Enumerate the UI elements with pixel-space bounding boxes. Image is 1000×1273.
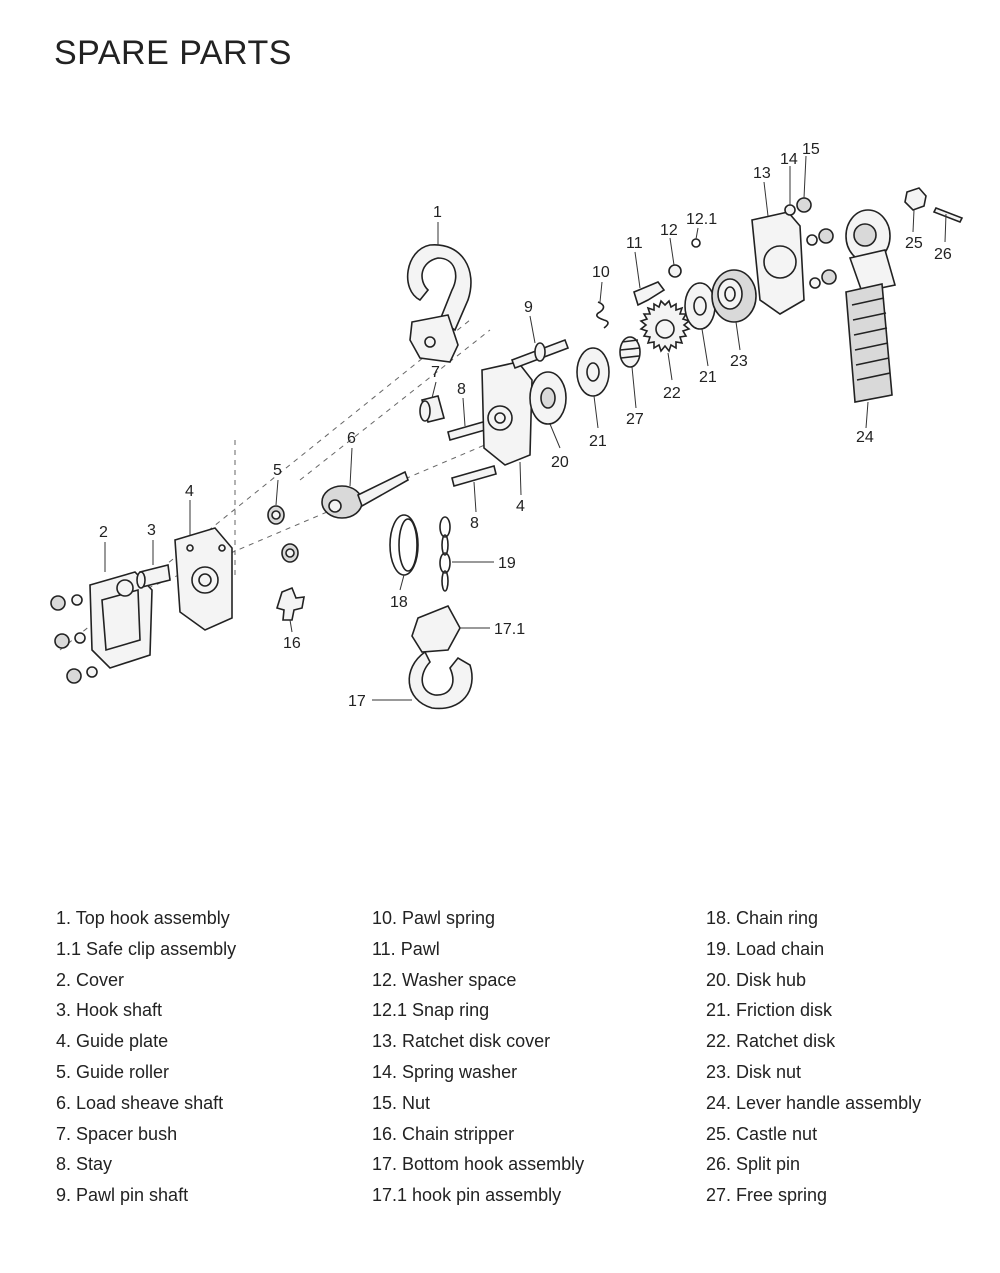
callout-8-top: 8 [457, 381, 466, 398]
callout-20: 20 [551, 454, 569, 471]
parts-list-item: 2. Cover [56, 969, 125, 990]
parts-list-item: 8. Stay [56, 1154, 113, 1175]
part-split-pin [932, 206, 964, 224]
parts-list-item: 18. Chain ring [706, 908, 819, 928]
parts-list-item: 24. Lever handle assembly [706, 1092, 922, 1113]
callout-12: 12 [660, 222, 678, 239]
callout-26: 26 [934, 246, 952, 263]
part-load-sheave-shaft [321, 470, 409, 519]
part-pawl-pin-shaft [510, 338, 570, 370]
callout-7: 7 [431, 364, 440, 381]
parts-list-item: 1. Top hook assembly [56, 908, 230, 928]
part-guide-rollers [267, 505, 299, 563]
callout-23: 23 [730, 353, 748, 370]
callout-21-right: 21 [699, 369, 717, 386]
part-top-hook [406, 244, 472, 363]
callout-19: 19 [498, 555, 516, 572]
callout-4-left: 4 [185, 483, 194, 500]
callout-numbers: 1 2 3 4 5 6 7 8 8 4 9 10 11 12 12.1 13 1… [99, 141, 952, 710]
part-cover [89, 571, 153, 669]
part-chain-ring [389, 514, 419, 576]
parts-list-item: 9. Pawl pin shaft [56, 1185, 189, 1206]
page-title: SPARE PARTS [54, 34, 292, 72]
part-spacer-bush [419, 395, 445, 423]
part-pawl [633, 281, 666, 307]
part-bottom-hook [408, 604, 473, 710]
parts-list-item: 14. Spring washer [372, 1061, 518, 1082]
parts-list-item: 16. Chain stripper [372, 1123, 515, 1144]
parts-list-item: 12.1 Snap ring [372, 1000, 490, 1021]
callout-27: 27 [626, 411, 644, 428]
part-friction-disk-left [576, 347, 610, 397]
callout-15: 15 [802, 141, 820, 158]
parts-list-item: 3. Hook shaft [56, 1000, 163, 1021]
parts-list-item: 25. Castle nut [706, 1123, 818, 1144]
part-friction-disk-right [684, 282, 716, 330]
parts-list-column-2: 10. Pawl spring 11. Pawl 12. Washer spac… [372, 903, 584, 1211]
callout-8-bottom: 8 [470, 515, 479, 532]
leader-lines [104, 155, 947, 701]
part-hook-shaft [136, 564, 171, 589]
callout-4-right: 4 [516, 498, 525, 515]
part-guide-plate-left [174, 527, 233, 631]
cover-nuts [50, 594, 98, 684]
callout-13: 13 [753, 165, 771, 182]
callout-24: 24 [856, 429, 874, 446]
callout-2: 2 [99, 524, 108, 541]
parts-list-item: 27. Free spring [706, 1185, 828, 1206]
parts-list-item: 1.1 Safe clip assembly [56, 938, 237, 959]
callout-17-1: 17.1 [494, 621, 525, 638]
exploded-parts-diagram: 1 2 3 4 5 6 7 8 8 4 9 10 11 12 12.1 13 1… [50, 141, 964, 710]
callout-9: 9 [524, 299, 533, 316]
parts-list-item: 5. Guide roller [56, 1061, 170, 1082]
callout-22: 22 [663, 385, 681, 402]
parts-list-item: 19. Load chain [706, 938, 825, 959]
parts-list-item: 17. Bottom hook assembly [372, 1154, 585, 1175]
parts-list-item: 10. Pawl spring [372, 908, 496, 928]
callout-18: 18 [390, 594, 408, 611]
callout-14: 14 [780, 151, 798, 168]
part-ratchet-disk [639, 299, 691, 353]
parts-list-item: 15. Nut [372, 1092, 431, 1113]
callout-21-left: 21 [589, 433, 607, 450]
callout-16: 16 [283, 635, 301, 652]
callout-11: 11 [626, 235, 643, 252]
callout-12-1: 12.1 [686, 211, 717, 228]
part-pawl-spring [596, 301, 609, 329]
parts-list-item: 4. Guide plate [56, 1031, 169, 1052]
callout-17: 17 [348, 693, 366, 710]
part-chain-stripper [275, 586, 305, 621]
part-disk-nut [711, 269, 757, 323]
part-ratchet-disk-cover [751, 211, 805, 315]
parts-list-item: 23. Disk nut [706, 1061, 802, 1082]
part-castle-nut [904, 187, 927, 211]
callout-5: 5 [273, 462, 282, 479]
parts-list-item: 11. Pawl [372, 938, 440, 959]
callout-6: 6 [347, 430, 356, 447]
parts-list-item: 13. Ratchet disk cover [372, 1031, 551, 1052]
part-free-spring [619, 336, 641, 368]
parts-list-column-1: 1. Top hook assembly 1.1 Safe clip assem… [56, 903, 236, 1211]
parts-list-column-3: 18. Chain ring 19. Load chain 20. Disk h… [706, 903, 921, 1211]
part-disk-hub [529, 371, 567, 425]
parts-list-item: 12. Washer space [372, 969, 517, 990]
parts-list-item: 26. Split pin [706, 1154, 801, 1175]
parts-list-item: 20. Disk hub [706, 969, 807, 990]
callout-3: 3 [147, 522, 156, 539]
part-load-chain [439, 516, 451, 592]
parts-list-item: 22. Ratchet disk [706, 1031, 836, 1052]
parts-list-item: 6. Load sheave shaft [56, 1092, 224, 1113]
part-washer-and-snap-ring [668, 238, 701, 278]
parts-list-item: 17.1 hook pin assembly [372, 1185, 562, 1206]
part-guide-plate-right [481, 361, 533, 466]
callout-25: 25 [905, 235, 923, 252]
callout-1: 1 [433, 204, 442, 221]
part-lever-handle [845, 209, 897, 403]
callout-10: 10 [592, 264, 610, 281]
parts-list-item: 7. Spacer bush [56, 1123, 178, 1144]
parts-list-item: 21. Friction disk [706, 1000, 833, 1021]
